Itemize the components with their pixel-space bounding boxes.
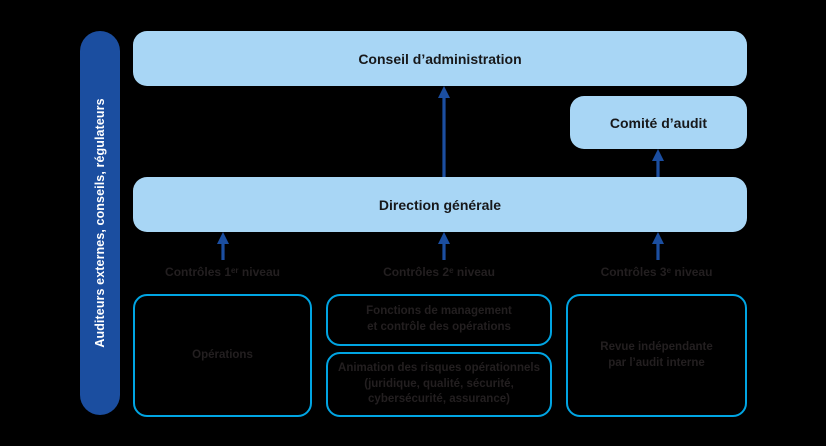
band-comite-audit-label: Comité d’audit xyxy=(609,114,708,131)
box-revue-independante-text: Revue indépendante par l’audit interne xyxy=(600,340,712,371)
arrow-up-management-to-audit-committee xyxy=(651,149,665,177)
box-fonctions-management-line-1: Fonctions de management xyxy=(366,305,512,318)
box-operations: Opérations xyxy=(133,294,312,417)
sidebar-label: Auditeurs externes, conseils, régulateur… xyxy=(93,98,107,348)
label-controles-2e-niveau: Contrôles 2ᵉ niveau xyxy=(383,265,495,279)
box-fonctions-management-line-2: et contrôle des opérations xyxy=(367,321,511,333)
box-animation-risques-line-3: cybersécurité, assurance) xyxy=(368,393,510,406)
box-revue-independante-line-1: Revue indépendante xyxy=(600,340,713,353)
arrow-up-management-to-board xyxy=(437,86,451,177)
box-animation-risques-line-2: (juridique, qualité, sécurité, xyxy=(364,377,514,390)
arrow-up-level2-to-management xyxy=(437,232,451,260)
label-controles-1er-niveau: Contrôles 1ᵉʳ niveau xyxy=(165,265,280,279)
box-animation-risques-line-1: Animation des risques opérationnels xyxy=(338,362,540,375)
box-animation-risques: Animation des risques opérationnels (jur… xyxy=(326,352,552,417)
band-direction-generale-label: Direction générale xyxy=(378,196,502,213)
label-controles-3e-niveau: Contrôles 3ᵉ niveau xyxy=(600,265,713,279)
arrow-up-level1-to-management xyxy=(216,232,230,260)
box-operations-label: Opérations xyxy=(192,348,253,361)
box-revue-independante-audit-interne: Revue indépendante par l’audit interne xyxy=(566,294,747,417)
box-fonctions-management-text: Fonctions de management et contrôle des … xyxy=(366,304,512,335)
box-fonctions-management: Fonctions de management et contrôle des … xyxy=(326,294,552,346)
band-comite-audit: Comité d’audit xyxy=(570,96,747,149)
band-conseil-administration-label: Conseil d’administration xyxy=(358,50,522,67)
box-revue-independante-line-2: par l’audit interne xyxy=(608,356,705,369)
band-conseil-administration: Conseil d’administration xyxy=(133,31,747,86)
band-direction-generale: Direction générale xyxy=(133,177,747,232)
box-animation-risques-text: Animation des risques opérationnels (jur… xyxy=(338,361,540,408)
sidebar-external-auditors: Auditeurs externes, conseils, régulateur… xyxy=(80,31,120,415)
arrow-up-level3-to-management xyxy=(651,232,665,260)
